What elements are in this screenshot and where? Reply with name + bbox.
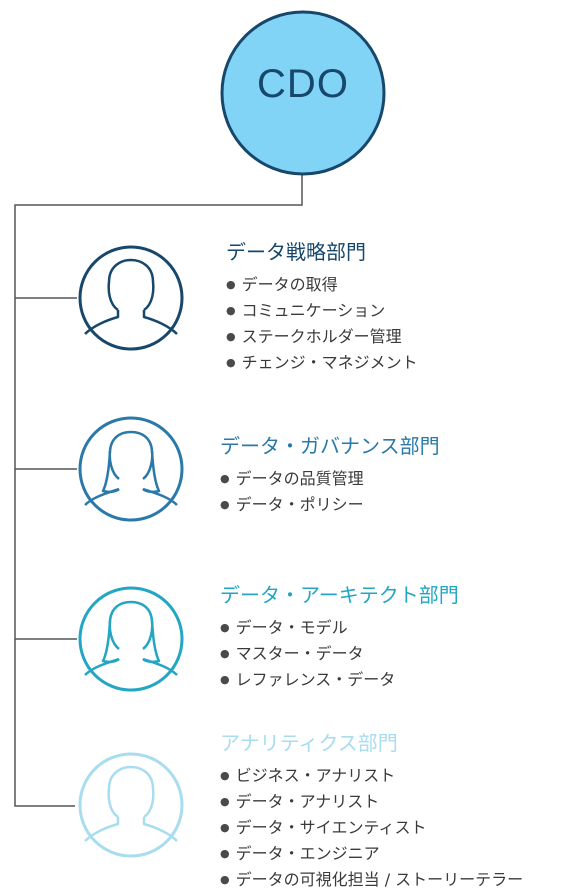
department-strategy: データ戦略部門 データの取得 コミュニケーション ステークホルダー管理 チェンジ… xyxy=(226,236,418,377)
department-analytics: アナリティクス部門 ビジネス・アナリスト データ・アナリスト データ・サイエンテ… xyxy=(220,727,523,894)
department-architect: データ・アーキテクト部門 データ・モデル マスター・データ レファレンス・データ xyxy=(220,579,459,694)
list-item: データ・モデル xyxy=(220,616,459,642)
avatar-circle xyxy=(78,416,184,522)
list-item: レファレンス・データ xyxy=(220,668,459,694)
department-governance: データ・ガバナンス部門 データの品質管理 データ・ポリシー xyxy=(220,430,440,519)
avatar-circle xyxy=(78,245,184,351)
cdo-circle xyxy=(220,10,386,176)
department-title: データ・ガバナンス部門 xyxy=(220,434,440,458)
cdo-label: CDO xyxy=(257,62,349,106)
department-item-list: ビジネス・アナリスト データ・アナリスト データ・サイエンティスト データ・エン… xyxy=(220,764,524,894)
person-female-icon xyxy=(84,430,178,506)
list-item: データの可視化担当 / ストーリーテラー xyxy=(220,868,524,894)
department-title: データ戦略部門 xyxy=(226,240,366,264)
list-item: データの取得 xyxy=(226,273,418,299)
avatar-analytics xyxy=(78,752,184,858)
list-item: ビジネス・アナリスト xyxy=(220,764,523,790)
connector-lines xyxy=(14,172,303,807)
avatar-circle xyxy=(78,586,184,692)
cdo-trunk-line xyxy=(14,172,303,807)
department-title: アナリティクス部門 xyxy=(220,731,398,755)
list-item: データ・ポリシー xyxy=(220,493,440,519)
department-item-list: データ・モデル マスター・データ レファレンス・データ xyxy=(220,616,459,694)
person-icon xyxy=(84,258,178,335)
list-item: データ・アナリスト xyxy=(220,790,523,816)
person-female-icon xyxy=(84,600,178,676)
person-icon xyxy=(84,765,178,842)
avatar-strategy xyxy=(78,245,184,351)
list-item: データ・エンジニア xyxy=(220,842,523,868)
avatar-governance xyxy=(78,416,184,522)
department-item-list: データの品質管理 データ・ポリシー xyxy=(220,467,440,519)
list-item: マスター・データ xyxy=(220,642,459,668)
avatar-circle xyxy=(78,752,184,858)
list-item: ステークホルダー管理 xyxy=(226,325,418,351)
department-item-list: データの取得 コミュニケーション ステークホルダー管理 チェンジ・マネジメント xyxy=(226,273,418,377)
list-item: データ・サイエンティスト xyxy=(220,816,523,842)
list-item: データの品質管理 xyxy=(220,467,440,493)
list-item: チェンジ・マネジメント xyxy=(226,351,418,377)
avatar-architect xyxy=(78,586,184,692)
org-chart-diagram xyxy=(14,10,386,858)
department-title: データ・アーキテクト部門 xyxy=(220,583,459,607)
list-item: コミュニケーション xyxy=(226,299,418,325)
